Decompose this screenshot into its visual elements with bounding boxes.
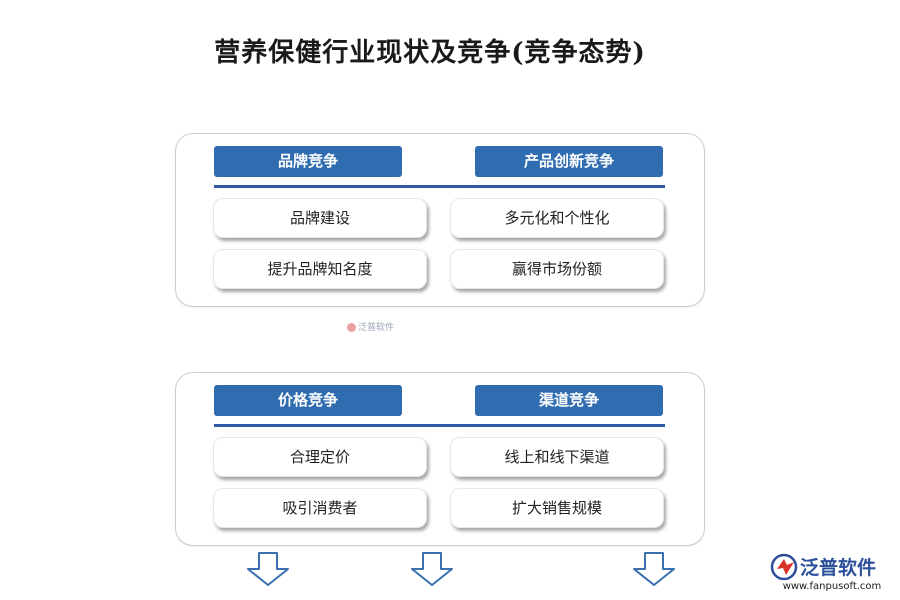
header-brand-competition: 品牌竞争 (214, 146, 402, 177)
divider-line (214, 424, 665, 427)
page-title: 营养保健行业现状及竞争(竞争态势) (214, 38, 646, 68)
item-attract-consumers: 吸引消费者 (213, 488, 427, 528)
item-brand-building: 品牌建设 (213, 198, 427, 238)
item-brand-awareness: 提升品牌知名度 (213, 249, 427, 289)
header-price-competition: 价格竞争 (214, 385, 402, 416)
watermark-small: 泛普软件 (347, 320, 394, 333)
logo-url: www.fanpusoft.com (782, 581, 882, 592)
item-market-share: 赢得市场份额 (450, 249, 664, 289)
divider-line (214, 185, 665, 188)
down-arrow-icon (247, 552, 289, 586)
item-reasonable-pricing: 合理定价 (213, 437, 427, 477)
down-arrow-icon (411, 552, 453, 586)
fanpu-logo-icon (770, 553, 798, 581)
header-channel-competition: 渠道竞争 (475, 385, 663, 416)
item-diversification: 多元化和个性化 (450, 198, 664, 238)
panel-price-channel: 价格竞争 渠道竞争 合理定价 线上和线下渠道 吸引消费者 扩大销售规模 (175, 372, 705, 546)
logo-name: 泛普软件 (800, 557, 877, 579)
down-arrow-icon (633, 552, 675, 586)
header-product-innovation: 产品创新竞争 (475, 146, 663, 177)
item-online-offline: 线上和线下渠道 (450, 437, 664, 477)
brand-logo: 泛普软件 www.fanpusoft.com (768, 553, 896, 597)
watermark-logo-icon (347, 323, 356, 332)
panel-brand-innovation: 品牌竞争 产品创新竞争 品牌建设 多元化和个性化 提升品牌知名度 赢得市场份额 (175, 133, 705, 307)
item-expand-sales: 扩大销售规模 (450, 488, 664, 528)
